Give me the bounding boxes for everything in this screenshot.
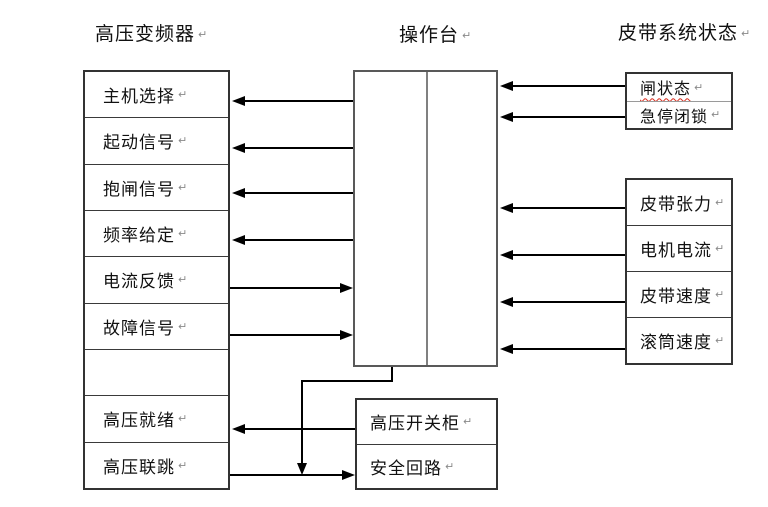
row-host-select: 主机选择↵	[85, 72, 228, 117]
console-box	[353, 70, 498, 367]
row-label: 频率给定	[103, 226, 175, 247]
connector-vertical-segment	[301, 380, 303, 464]
paragraph-mark-icon: ↵	[178, 180, 189, 194]
paragraph-mark-icon: ↵	[463, 415, 474, 429]
paragraph-mark-icon: ↵	[178, 458, 189, 472]
paragraph-mark-icon: ↵	[445, 459, 456, 473]
connector-console-drop-segment	[391, 367, 393, 382]
row-frequency-set: 频率给定↵	[85, 209, 228, 256]
row-brake-signal: 抱闸信号↵	[85, 163, 228, 210]
paragraph-mark-icon: ↵	[198, 28, 209, 41]
paragraph-mark-icon: ↵	[741, 27, 752, 40]
row-safety-loop: 安全回路↵	[357, 443, 496, 489]
row-fault-signal: 故障信号↵	[85, 302, 228, 349]
row-label: 起动信号	[103, 133, 175, 154]
brake-estop-panel: 闸状态↵ 急停闭锁↵	[625, 72, 733, 130]
title-console: 操作台↵	[399, 20, 472, 47]
paragraph-mark-icon: ↵	[711, 108, 722, 122]
arrow-switchgear-to-hv-ready	[232, 424, 355, 434]
row-label: 抱闸信号	[103, 179, 175, 200]
row-brake-state: 闸状态↵	[627, 74, 731, 101]
arrow-motor-current-to-console	[500, 250, 625, 260]
paragraph-mark-icon: ↵	[715, 288, 726, 301]
paragraph-mark-icon: ↵	[178, 319, 189, 333]
row-belt-tension: 皮带张力↵	[627, 180, 731, 225]
row-estop-interlock: 急停闭锁↵	[627, 100, 731, 129]
paragraph-mark-icon: ↵	[178, 88, 189, 102]
arrow-brake-state-to-console	[500, 81, 625, 91]
arrow-fault-signal-to-console	[230, 330, 353, 340]
paragraph-mark-icon: ↵	[178, 134, 189, 148]
row-empty	[85, 348, 228, 395]
row-label: 故障信号	[103, 318, 175, 339]
row-label: 皮带速度	[640, 287, 712, 307]
arrow-current-feedback-to-console	[230, 283, 353, 293]
paragraph-mark-icon: ↵	[715, 334, 726, 347]
title-text: 操作台	[399, 24, 460, 46]
arrow-belt-speed-to-console	[500, 297, 625, 307]
row-label: 主机选择	[103, 87, 175, 108]
row-label: 皮带张力	[640, 195, 712, 215]
row-label: 高压联跳	[103, 457, 175, 478]
row-hv-switchgear: 高压开关柜↵	[357, 400, 496, 444]
row-label: 滚筒速度	[640, 333, 712, 353]
row-hv-ready: 高压就绪↵	[85, 395, 228, 441]
paragraph-mark-icon: ↵	[462, 29, 473, 42]
row-current-feedback: 电流反馈↵	[85, 256, 228, 302]
row-label: 电流反馈	[103, 272, 175, 293]
paragraph-mark-icon: ↵	[178, 273, 189, 287]
arrow-console-to-host-select	[232, 96, 353, 106]
row-hv-trip: 高压联跳↵	[85, 441, 228, 488]
title-text: 高压变频器	[95, 23, 196, 45]
connector-down-arrowhead	[297, 463, 307, 475]
row-drum-speed: 滚筒速度↵	[627, 317, 731, 363]
arrow-belt-tension-to-console	[500, 203, 625, 213]
arrow-hv-trip-to-safety-loop	[230, 470, 355, 480]
belt-measure-panel: 皮带张力↵ 电机电流↵ 皮带速度↵ 滚筒速度↵	[625, 178, 733, 365]
row-motor-current: 电机电流↵	[627, 225, 731, 271]
row-belt-speed: 皮带速度↵	[627, 271, 731, 317]
arrow-console-to-frequency-set	[232, 235, 353, 245]
paragraph-mark-icon: ↵	[715, 196, 726, 209]
connector-horizontal-segment	[301, 380, 393, 382]
row-label: 电机电流	[640, 241, 712, 261]
paragraph-mark-icon: ↵	[178, 412, 189, 426]
row-label: 闸状态	[640, 79, 692, 99]
paragraph-mark-icon: ↵	[694, 80, 705, 94]
paragraph-mark-icon: ↵	[715, 242, 726, 255]
title-text: 皮带系统状态	[618, 22, 739, 44]
row-label: 高压开关柜	[370, 414, 460, 435]
title-belt-status: 皮带系统状态↵	[618, 18, 751, 45]
arrow-estop-to-console	[500, 112, 625, 122]
row-label: 急停闭锁	[640, 106, 709, 126]
title-hv-inverter: 高压变频器↵	[95, 19, 208, 46]
switchgear-safety-panel: 高压开关柜↵ 安全回路↵	[355, 398, 498, 490]
row-label: 高压就绪	[103, 411, 175, 432]
paragraph-mark-icon: ↵	[178, 227, 189, 241]
hv-inverter-panel: 主机选择↵ 起动信号↵ 抱闸信号↵ 频率给定↵ 电流反馈↵ 故障信号↵ 高压就绪…	[83, 70, 230, 490]
arrow-console-to-start-signal	[232, 143, 353, 153]
arrow-console-to-brake-signal	[232, 188, 353, 198]
row-label: 安全回路	[370, 458, 442, 479]
arrow-drum-speed-to-console	[500, 344, 625, 354]
console-divider	[426, 72, 428, 365]
row-start-signal: 起动信号↵	[85, 117, 228, 163]
